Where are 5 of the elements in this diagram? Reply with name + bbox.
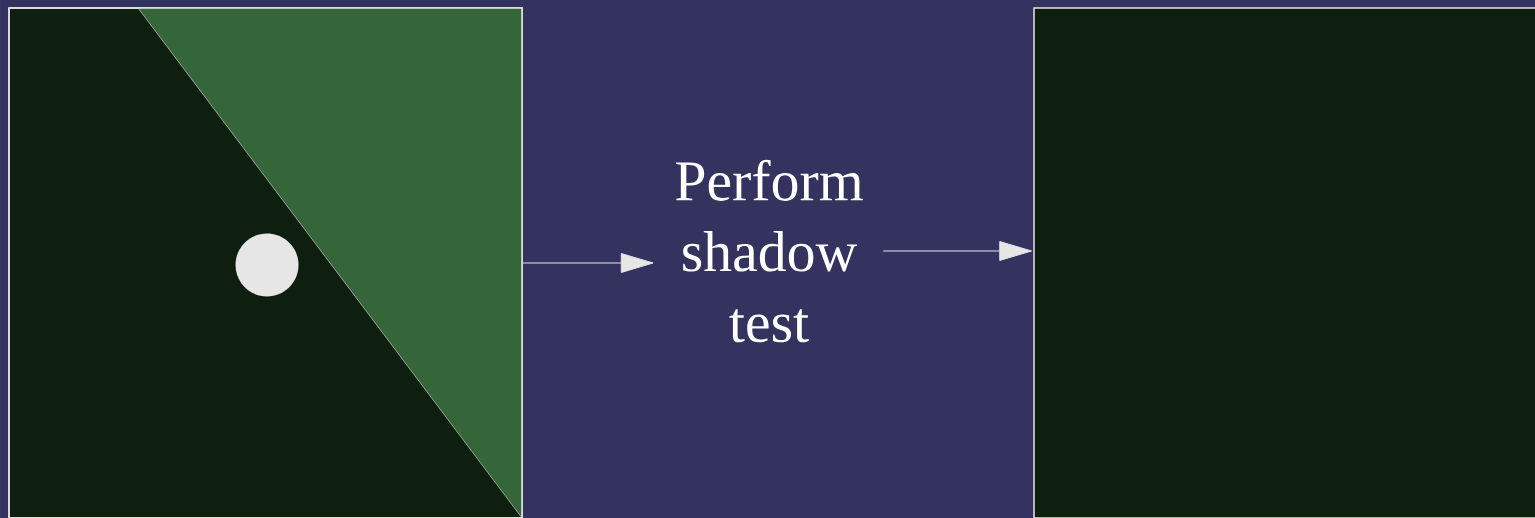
shadow-scene-drawing	[8, 7, 523, 518]
result-box	[1033, 7, 1535, 518]
step-text: Perform shadow test	[676, 159, 863, 343]
arrow	[522, 253, 654, 273]
arrow	[882, 241, 1032, 261]
